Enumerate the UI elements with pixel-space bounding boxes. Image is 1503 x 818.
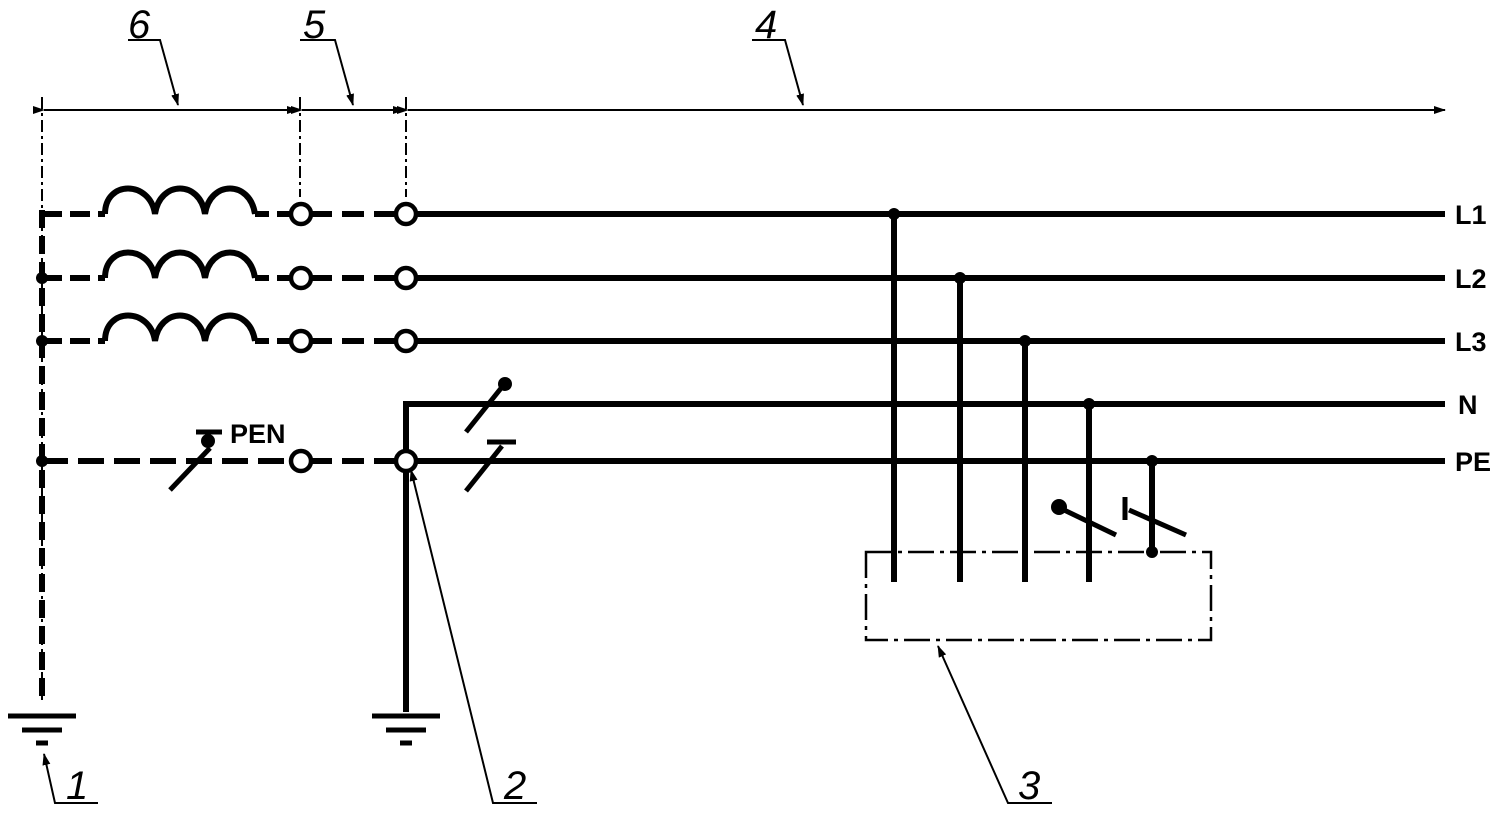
pen-neutral-dot — [201, 434, 215, 448]
callout-1-leader — [42, 753, 98, 804]
terminals — [288, 201, 419, 474]
installation-conductors — [403, 211, 1445, 712]
equipment-enclosure — [864, 550, 1213, 642]
l3-label: L3 — [1455, 327, 1487, 357]
earth-symbols — [8, 713, 440, 746]
terminal-circle — [393, 201, 419, 227]
n-label: N — [1458, 390, 1478, 420]
pen-junction-dot — [36, 455, 48, 467]
pen-conductor-symbol — [168, 429, 222, 492]
l2-transformer-coil — [102, 249, 258, 279]
n-mark-slash — [464, 385, 504, 434]
l2-label: L2 — [1455, 264, 1487, 294]
l3-transformer-coil — [102, 312, 258, 342]
callout-3-leader — [937, 645, 1052, 804]
equipment-n-dot — [1051, 499, 1067, 515]
source-junctions — [36, 272, 48, 467]
callout-2-leader — [409, 469, 537, 804]
pen-label: PEN — [230, 419, 286, 449]
l3-junction-dot — [36, 335, 48, 347]
l3-tap-dot — [1019, 335, 1031, 347]
l1-transformer-coil — [102, 185, 258, 215]
equipment-pe-slash — [1127, 507, 1188, 538]
l1-label: L1 — [1455, 200, 1487, 230]
conductor-marks — [464, 377, 1188, 538]
n-mark-dot — [498, 377, 512, 391]
pe-label: PE — [1455, 447, 1491, 477]
callout-6-leader — [128, 39, 179, 106]
terminal-circle — [288, 201, 314, 227]
callout-1-number: 1 — [66, 764, 88, 808]
callout-6-number: 6 — [128, 3, 151, 47]
callout-4-number: 4 — [755, 3, 777, 47]
pen-split-terminal — [393, 448, 419, 474]
pen-slash — [168, 446, 212, 492]
terminal-circle — [288, 448, 314, 474]
source-side — [39, 185, 396, 700]
terminal-circle — [393, 328, 419, 354]
terminal-circle — [393, 265, 419, 291]
callout-3-number: 3 — [1018, 764, 1040, 808]
callout-leaders — [42, 39, 1052, 804]
equipment-n-slash — [1060, 506, 1118, 538]
l1-tap-dot — [888, 208, 900, 220]
terminal-circle — [288, 328, 314, 354]
dimension-guides — [33, 97, 1446, 700]
terminal-circle — [288, 265, 314, 291]
pe-mark-slash — [464, 444, 504, 493]
callout-4-leader — [752, 39, 804, 106]
l2-junction-dot — [36, 272, 48, 284]
l2-tap-dot — [954, 272, 966, 284]
n-conductor — [403, 401, 1445, 461]
callout-5-number: 5 — [303, 3, 326, 47]
callout-5-leader — [300, 39, 354, 106]
callout-2-number: 2 — [503, 764, 526, 808]
n-tap-dot — [1083, 398, 1095, 410]
pe-tap-dot — [1146, 455, 1158, 467]
